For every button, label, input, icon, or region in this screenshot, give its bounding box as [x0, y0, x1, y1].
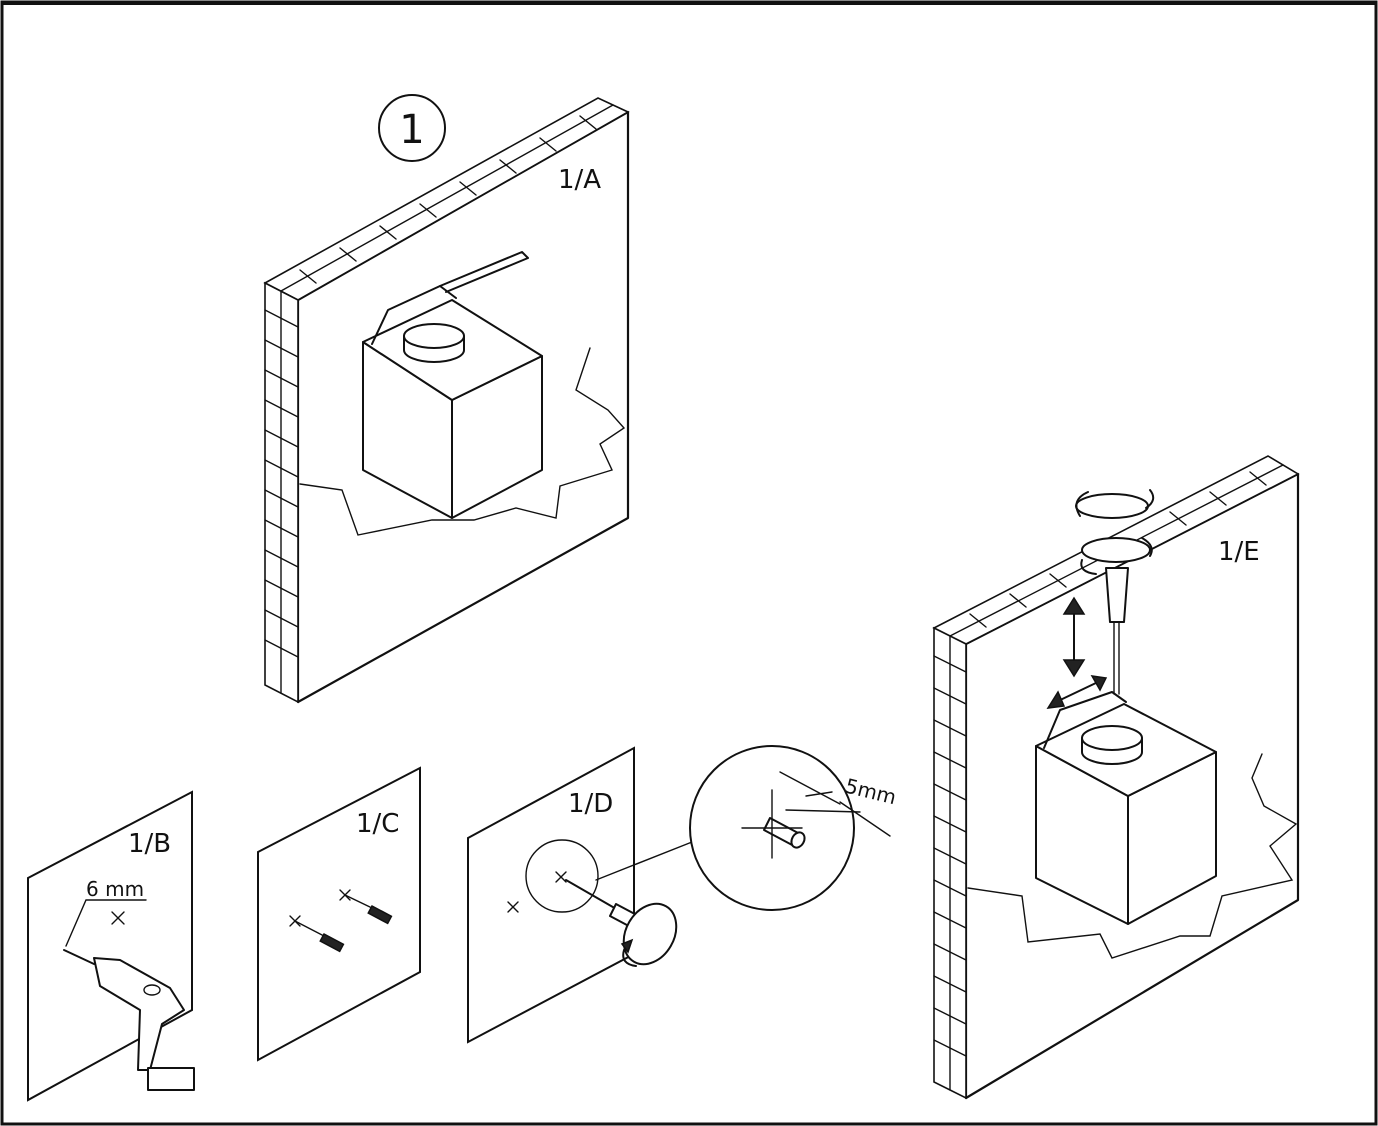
- wall-mark-cross: [507, 871, 567, 913]
- hood-outlet: [403, 335, 465, 363]
- horizontal-adjust-arrow-icon: [1046, 675, 1108, 709]
- drill-size: 6 mm: [86, 877, 144, 901]
- figure-1b-label: 1/B: [128, 829, 171, 859]
- dimension-leader: [65, 899, 147, 947]
- figure-1e: [932, 455, 1300, 1100]
- hood-outlet-rim: [1081, 725, 1143, 751]
- vertical-adjust-arrow-icon: [1062, 596, 1086, 678]
- figure-1c-label: 1/C: [356, 809, 399, 839]
- ceiling-outline: [967, 753, 1298, 959]
- hood-outlet: [1081, 737, 1143, 765]
- dimension-line: [785, 809, 861, 813]
- drill-icon: [63, 949, 195, 1091]
- step-number-badge: 1: [378, 94, 446, 162]
- ceiling-plate-lower: [1081, 537, 1151, 563]
- wall-plug-2: [289, 915, 345, 953]
- step-number: 1: [399, 107, 424, 153]
- rod-sleeve: [1105, 567, 1129, 623]
- figure-1d-label: 1/D: [568, 789, 613, 819]
- hood-top: [362, 299, 543, 401]
- wall-mark-cross: [111, 911, 125, 925]
- ceiling-outline: [299, 347, 626, 536]
- hood-rod: [439, 251, 529, 293]
- figure-1c: [257, 766, 421, 1062]
- figure-1a-label: 1/A: [558, 165, 601, 195]
- figure-1a: [263, 97, 630, 704]
- figure-1e-label: 1/E: [1218, 537, 1260, 567]
- figure-1b: [27, 790, 195, 1102]
- figure-1d: [467, 745, 891, 1044]
- hood-bracket: [1043, 691, 1127, 749]
- wall-side-brick-lines: [264, 291, 299, 694]
- detail-circle-small: [525, 839, 599, 913]
- rotate-arrow-icon: [1075, 489, 1155, 575]
- screwdriver-icon: [565, 879, 678, 967]
- detail-leader: [595, 841, 693, 881]
- wall-plug-1: [339, 889, 393, 925]
- hood-top: [1035, 703, 1217, 797]
- panel-1c: [257, 766, 421, 1062]
- hood-outlet-rim: [403, 323, 465, 349]
- wall-top-brick-lines: [280, 104, 614, 292]
- wall-side-brick-lines: [933, 635, 967, 1091]
- anchor-plug-detail: [763, 817, 806, 849]
- ceiling-plate-upper: [1075, 493, 1149, 519]
